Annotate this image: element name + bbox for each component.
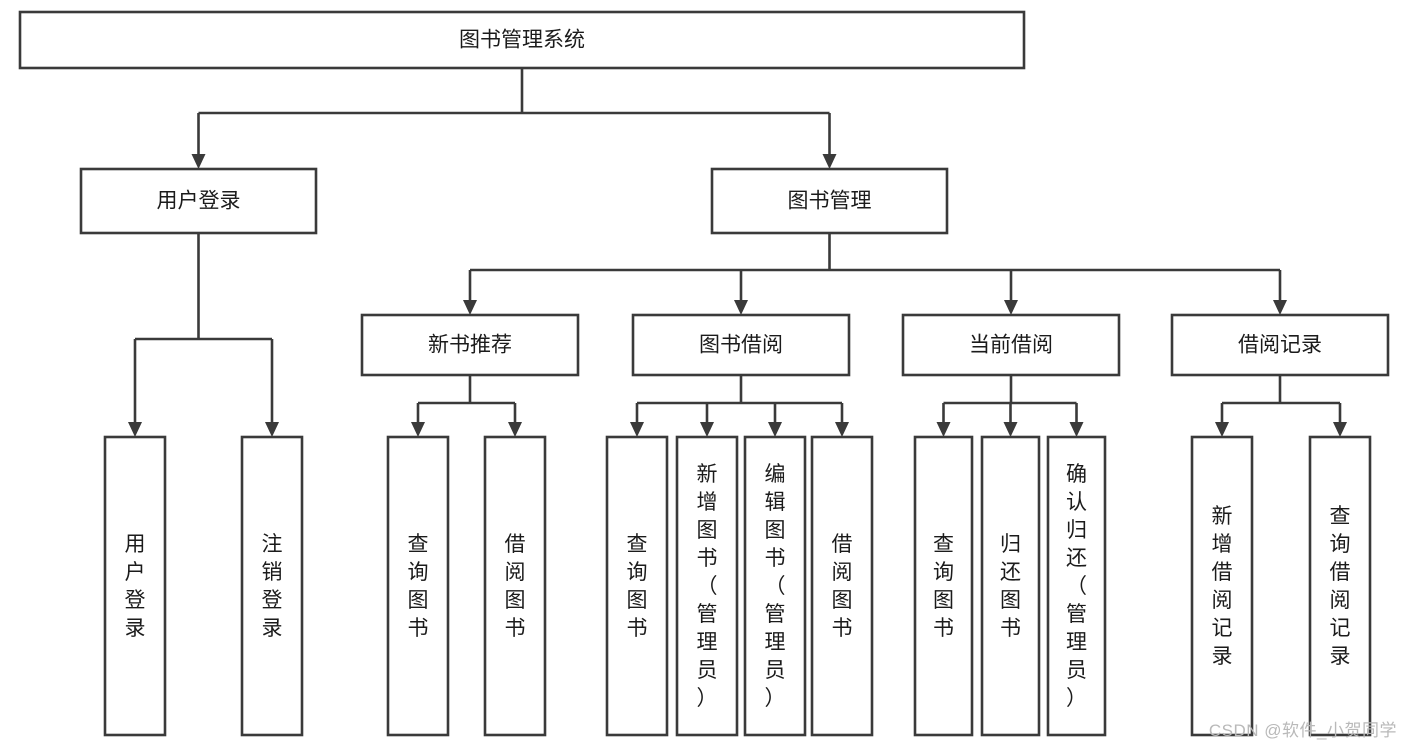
- node-leaf-add-record[interactable]: 新增借阅记录: [1190, 435, 1254, 737]
- node-box: [18, 10, 1026, 70]
- arrow-head-icon: [630, 422, 644, 437]
- node-box: [103, 435, 167, 737]
- node-label: 新增图书（管理员）: [697, 463, 718, 710]
- arrow-head-icon: [128, 422, 142, 437]
- node-box: [743, 435, 807, 737]
- node-label: 查询图书: [408, 533, 429, 640]
- edge-group-records: [1215, 375, 1347, 437]
- edge-group-newbook: [411, 375, 522, 437]
- node-box: [980, 435, 1041, 737]
- node-box: [1170, 313, 1390, 377]
- node-borrow[interactable]: 图书借阅: [631, 313, 851, 377]
- arrow-head-icon: [1003, 422, 1018, 437]
- node-label: 借阅图书: [832, 533, 853, 640]
- node-box: [605, 435, 669, 737]
- node-label: 借阅图书: [505, 533, 526, 640]
- edge-group-login: [128, 233, 279, 437]
- arrow-head-icon: [1069, 422, 1084, 437]
- node-leaf-borrow-book-2[interactable]: 借阅图书: [810, 435, 874, 737]
- node-label: 查询借阅记录: [1330, 505, 1351, 668]
- node-label: 注销登录: [262, 533, 283, 640]
- arrow-head-icon: [508, 422, 522, 437]
- node-box: [1308, 435, 1372, 737]
- arrow-head-icon: [265, 422, 279, 437]
- arrow-head-icon: [936, 422, 951, 437]
- edge-group-borrow: [630, 375, 849, 437]
- node-label: 图书管理: [788, 190, 872, 213]
- arrow-head-icon: [700, 422, 714, 437]
- node-box: [901, 313, 1121, 377]
- node-label: 用户登录: [157, 190, 241, 213]
- arrow-head-icon: [1215, 422, 1229, 437]
- node-box: [675, 435, 739, 737]
- node-root[interactable]: 图书管理系统: [18, 10, 1026, 70]
- node-box: [360, 313, 580, 377]
- node-current[interactable]: 当前借阅: [901, 313, 1121, 377]
- node-label: 图书管理系统: [459, 29, 585, 52]
- node-label: 确认归还（管理员）: [1066, 463, 1087, 710]
- node-label: 当前借阅: [969, 334, 1053, 357]
- arrow-head-icon: [411, 422, 425, 437]
- arrow-head-icon: [1333, 422, 1347, 437]
- node-leaf-query-book-3[interactable]: 查询图书: [913, 435, 974, 737]
- arrow-head-icon: [191, 154, 206, 169]
- node-box: [240, 435, 304, 737]
- node-label: 归还图书: [1000, 533, 1021, 640]
- node-leaf-user-login[interactable]: 用户登录: [103, 435, 167, 737]
- node-box: [483, 435, 547, 737]
- node-leaf-user-logout[interactable]: 注销登录: [240, 435, 304, 737]
- node-label: 图书借阅: [699, 334, 783, 357]
- node-label: 用户登录: [125, 533, 146, 640]
- node-box: [79, 167, 318, 235]
- node-box: [710, 167, 949, 235]
- arrow-head-icon: [835, 422, 849, 437]
- edge-group-bookmgmt: [463, 233, 1287, 315]
- node-label: 新书推荐: [428, 334, 512, 357]
- edge-group-root: [191, 68, 837, 169]
- edge-group-current: [936, 375, 1084, 437]
- arrow-head-icon: [1004, 300, 1018, 315]
- node-layer: 图书管理系统用户登录图书管理新书推荐图书借阅当前借阅借阅记录用户登录注销登录查询…: [18, 10, 1390, 737]
- node-label: 新增借阅记录: [1212, 505, 1233, 668]
- node-leaf-return-book[interactable]: 归还图书: [980, 435, 1041, 737]
- node-box: [810, 435, 874, 737]
- node-label: 查询图书: [933, 533, 954, 640]
- connector-layer: [128, 68, 1347, 437]
- node-leaf-add-book[interactable]: 新增图书（管理员）: [675, 435, 739, 737]
- node-leaf-query-book-1[interactable]: 查询图书: [386, 435, 450, 737]
- node-leaf-query-book-2[interactable]: 查询图书: [605, 435, 669, 737]
- node-box: [913, 435, 974, 737]
- node-records[interactable]: 借阅记录: [1170, 313, 1390, 377]
- node-box: [1046, 435, 1107, 737]
- node-box: [386, 435, 450, 737]
- node-label: 借阅记录: [1238, 334, 1322, 357]
- node-newbook[interactable]: 新书推荐: [360, 313, 580, 377]
- arrow-head-icon: [1273, 300, 1287, 315]
- node-label: 查询图书: [627, 533, 648, 640]
- node-leaf-query-record[interactable]: 查询借阅记录: [1308, 435, 1372, 737]
- arrow-head-icon: [768, 422, 782, 437]
- node-leaf-edit-book[interactable]: 编辑图书（管理员）: [743, 435, 807, 737]
- node-bookmgmt[interactable]: 图书管理: [710, 167, 949, 235]
- node-login[interactable]: 用户登录: [79, 167, 318, 235]
- node-leaf-confirm-return[interactable]: 确认归还（管理员）: [1046, 435, 1107, 737]
- arrow-head-icon: [822, 154, 837, 169]
- node-leaf-borrow-book-1[interactable]: 借阅图书: [483, 435, 547, 737]
- arrow-head-icon: [463, 300, 477, 315]
- arrow-head-icon: [734, 300, 748, 315]
- node-box: [1190, 435, 1254, 737]
- node-box: [631, 313, 851, 377]
- node-label: 编辑图书（管理员）: [765, 463, 786, 710]
